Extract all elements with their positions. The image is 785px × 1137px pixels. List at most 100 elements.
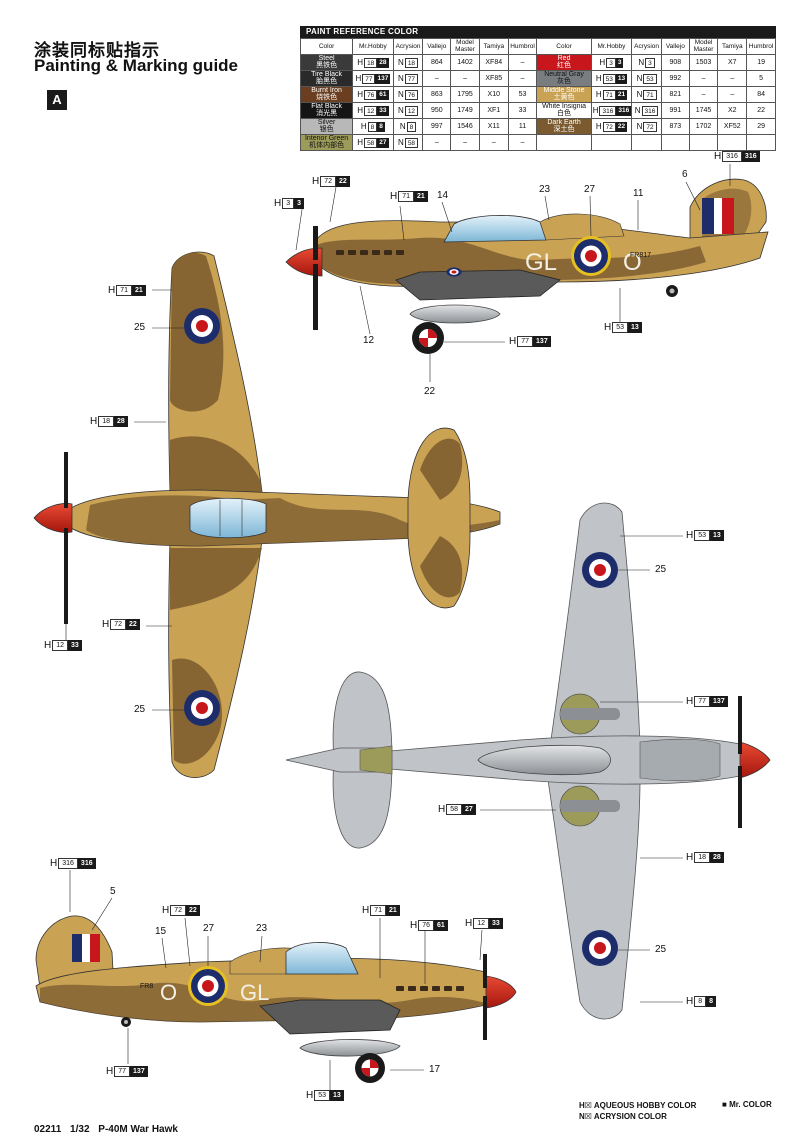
header-mrhobby: Mr.Hobby xyxy=(352,38,394,55)
decal-number: 25 xyxy=(134,704,146,715)
code-letter-o-bottom: O xyxy=(160,980,177,1005)
serial-bottom: FR8 xyxy=(140,983,153,990)
legend-mr-color: ■ Mr. COLOR xyxy=(722,1100,772,1109)
decal-number: 22 xyxy=(424,386,436,397)
fin-flash-red xyxy=(722,198,734,234)
header-humbrol: Humbrol xyxy=(507,38,538,55)
paint-name-cn: 黑铁色 xyxy=(316,61,338,69)
paint-name-cn: 白色 xyxy=(557,109,572,117)
paint-name: Tire Black xyxy=(311,71,343,78)
paint-name-cn: 土黄色 xyxy=(553,93,575,101)
paint-name: White Insignia xyxy=(542,103,587,110)
side-profile-bottom xyxy=(35,915,517,1083)
paint-name: Burnt Iron xyxy=(311,87,342,94)
paint-name-cn: 烧铁色 xyxy=(316,93,338,101)
lower-wing-roundel-1 xyxy=(582,552,618,588)
code-letters-top: GL xyxy=(525,249,557,276)
decal-number: 27 xyxy=(584,184,596,195)
fuselage-roundel-top xyxy=(571,236,611,276)
header-acrysion: Acrysion xyxy=(631,38,662,55)
decal-number: 15 xyxy=(155,926,167,937)
decal-number: 27 xyxy=(203,923,215,934)
title-chinese: 涂装同标贴指示 xyxy=(34,41,160,61)
leader-lines xyxy=(65,164,731,1096)
paint-reference-table: PAINT REFERENCE COLOR Color Mr.Hobby Acr… xyxy=(299,26,776,151)
plan-view-underside xyxy=(285,502,771,1020)
paint-table-grid: Color Mr.Hobby Acrysion Vallejo Model Ma… xyxy=(299,38,776,151)
decal-number: 25 xyxy=(655,944,667,955)
mrhobby-code xyxy=(590,134,633,151)
paint-name-cn: 深土色 xyxy=(553,125,575,133)
paint-name: Middle Stone xyxy=(543,87,585,94)
decal-number: 23 xyxy=(256,923,268,934)
plan-view-upper xyxy=(33,251,501,778)
upper-wing-roundel-2 xyxy=(184,690,220,726)
paint-name: Interior Green xyxy=(304,135,349,142)
title-english: Painting & Marking guide xyxy=(34,56,239,75)
decal-number: 11 xyxy=(633,188,644,199)
legend-acrysion: N☒ ACRYSION COLOR xyxy=(579,1112,667,1121)
code-letters-bottom: GL xyxy=(240,980,269,1005)
fuselage-roundel-bottom xyxy=(188,966,228,1006)
header-model-master: Model Master xyxy=(450,38,480,55)
paint-name-cn: 红色 xyxy=(557,61,572,69)
header-acrysion: Acrysion xyxy=(392,38,424,55)
decal-number: 25 xyxy=(134,322,146,333)
legend-aqueous: H☒ AQUEOUS HOBBY COLOR xyxy=(579,1101,697,1110)
paint-table-header-row: Color Mr.Hobby Acrysion Vallejo Model Ma… xyxy=(299,38,776,55)
paint-name: Dark Earth xyxy=(547,119,581,126)
header-humbrol: Humbrol xyxy=(746,38,776,55)
decal-number: 25 xyxy=(655,564,667,575)
paint-name-cn: 胎黑色 xyxy=(316,77,338,85)
acrysion-code xyxy=(631,134,662,151)
serial-top: FR817 xyxy=(630,252,651,259)
kit-scale: 1/32 xyxy=(70,1124,90,1135)
paint-name-cn: 灰色 xyxy=(557,77,572,85)
fin-flash-white xyxy=(714,198,722,234)
decal-number: 6 xyxy=(682,169,688,180)
decal-number: 5 xyxy=(110,886,116,897)
fin-flash-blue xyxy=(702,198,714,234)
paint-name: Flat Black xyxy=(311,103,342,110)
paint-humbrol xyxy=(746,134,776,151)
profile-letter-badge: A xyxy=(47,90,67,110)
